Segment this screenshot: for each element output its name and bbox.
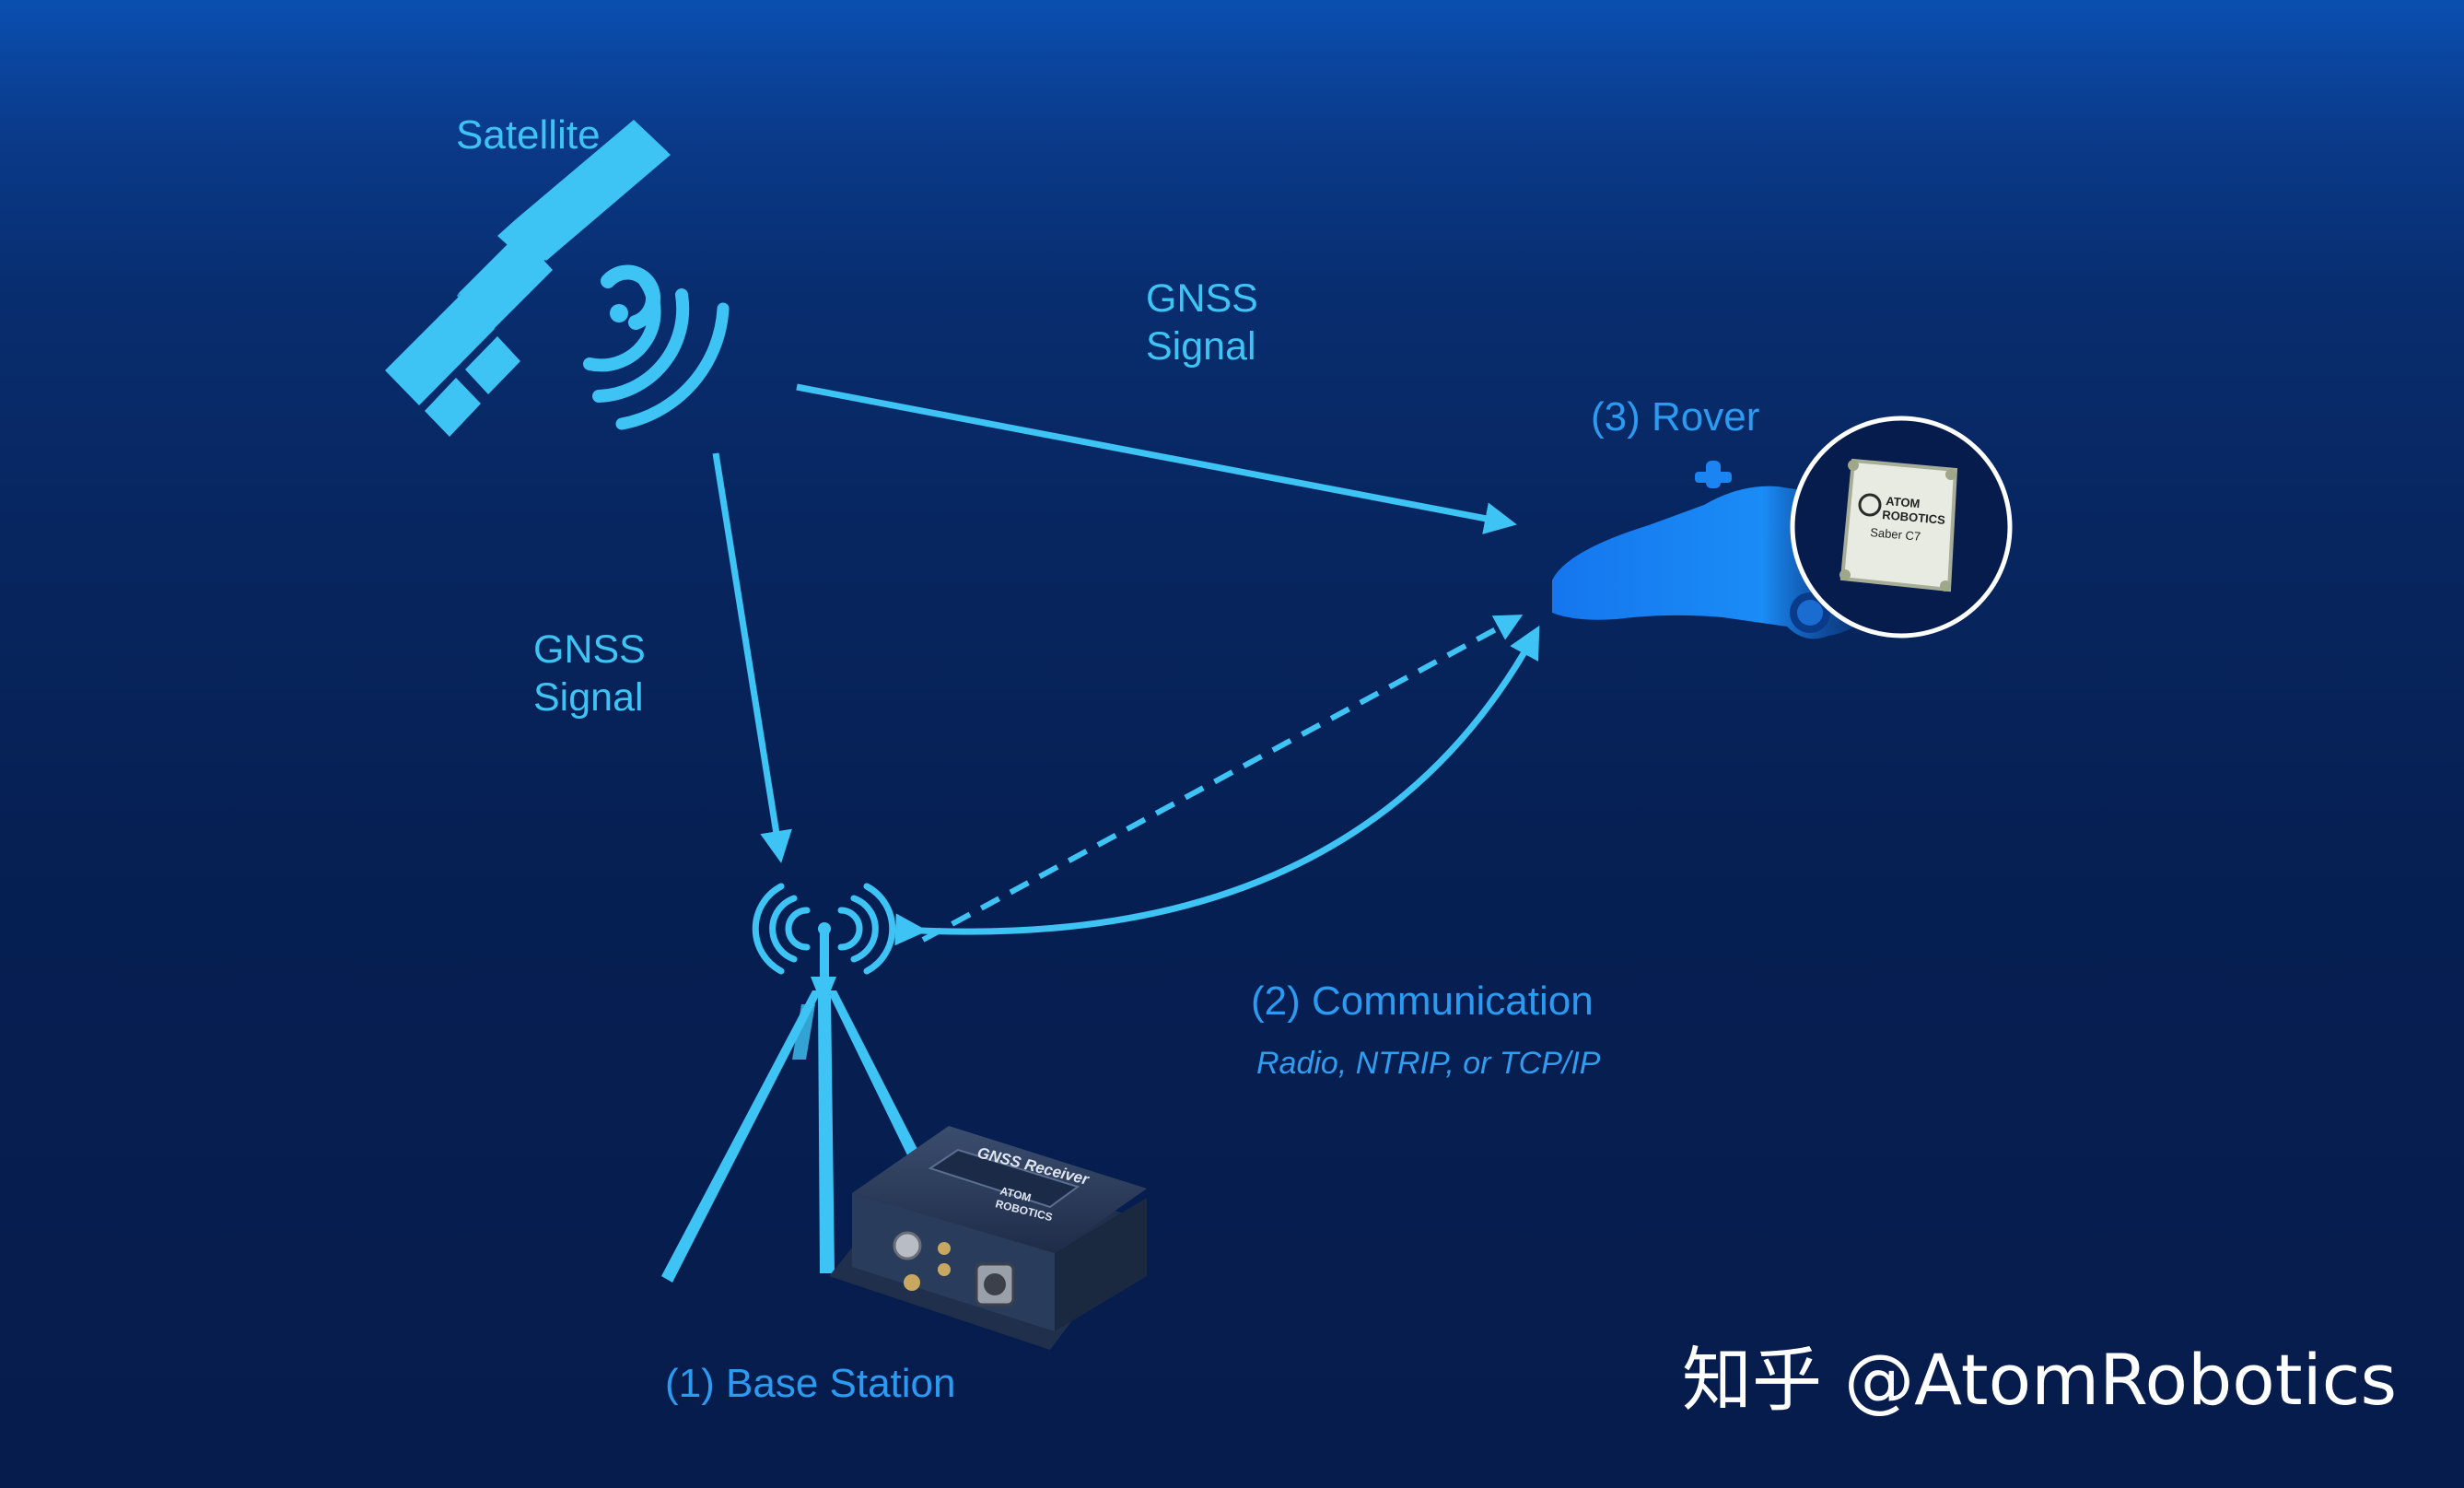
gnss-signal-left-line1: GNSS [533, 627, 646, 672]
watermark: 知乎 @AtomRobotics [1682, 1339, 2398, 1421]
communication-dashed-arrow [921, 615, 1524, 943]
gnss-signal-arrow-to-base [712, 452, 792, 863]
module-model: Saber C7 [1870, 525, 1921, 544]
module-brand-line1: ATOM [1886, 494, 1921, 510]
gnss-signal-top-label: GNSS Signal [1146, 275, 1258, 371]
radio-tower-icon [752, 883, 896, 975]
gnss-signal-arrow-to-rover [796, 383, 1517, 534]
gnss-signal-left-label: GNSS Signal [533, 626, 646, 722]
gnss-signal-top-line2: Signal [1146, 324, 1256, 369]
satellite-label: Satellite [456, 112, 601, 158]
satellite-dish-waves [583, 264, 730, 430]
communication-curved-arrow [894, 625, 1540, 946]
satellite-panels [385, 120, 668, 405]
gnss-signal-top-line1: GNSS [1146, 276, 1258, 321]
gnss-module-icon [1790, 416, 2013, 639]
gnss-receiver-box-icon [829, 1126, 1147, 1350]
communication-label: (2) Communication [1251, 978, 1594, 1024]
gnss-signal-left-line2: Signal [533, 675, 644, 721]
rover-label: (3) Rover [1591, 394, 1760, 439]
base-station-label: (1) Base Station [665, 1361, 956, 1406]
tripod-icon [661, 926, 921, 1283]
communication-methods-label: Radio, NTRIP, or TCP/IP [1256, 1046, 1601, 1081]
module-brand-line2: ROBOTICS [1882, 508, 1946, 527]
